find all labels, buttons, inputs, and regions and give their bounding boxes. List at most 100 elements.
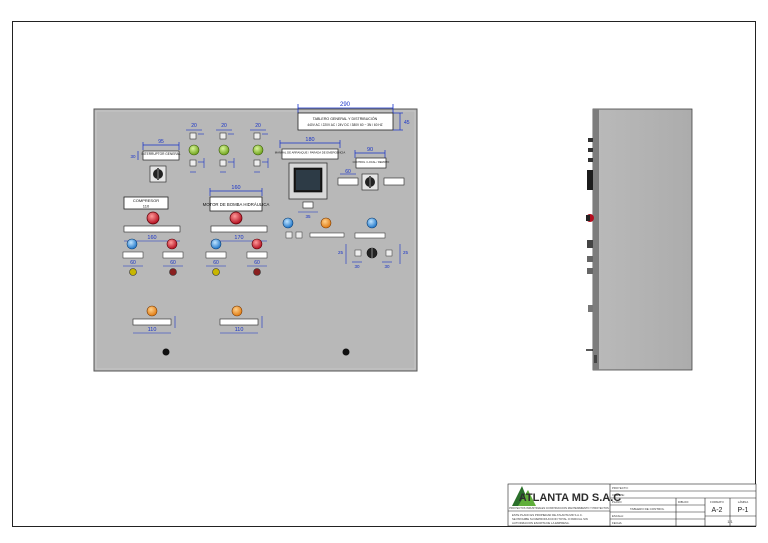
left-arranque-plate	[123, 225, 181, 233]
bottom-tag-1	[132, 318, 172, 326]
dim-180-lines	[279, 140, 341, 148]
formato-value: A-2	[712, 507, 723, 514]
control-plate	[355, 157, 387, 169]
indicator-lamp-3	[212, 268, 220, 276]
pilot-dim-2: 20	[221, 123, 227, 129]
interruptor-dim-w: 95	[158, 139, 164, 145]
pilot-dim-3: 20	[255, 123, 261, 129]
dim-160-label: 160	[231, 185, 240, 191]
motor-label: MOTOR DE BOMBA HIDRÁULICA	[203, 202, 270, 207]
dim-90-lines	[354, 150, 386, 158]
dim-top-width-label: 290	[340, 102, 351, 108]
right-blue-lamp-1	[282, 217, 294, 229]
row-proyecto: PROYECTO:	[612, 486, 629, 490]
bottom-tag-2	[219, 318, 259, 326]
dim-35-label: 35	[305, 214, 311, 219]
annot-dim-3: 25	[403, 250, 409, 255]
lamina-label: LÁMINA	[738, 500, 749, 504]
bottom-dim-1: 110	[148, 327, 157, 333]
row-escala: ESCALA:	[612, 514, 624, 518]
lock-right-icon	[342, 348, 350, 356]
dim-160-lines	[209, 188, 263, 196]
right-strip-tag-2	[354, 232, 386, 239]
pilot-light-3	[252, 132, 264, 167]
dim-left-160-label: 160	[147, 235, 156, 241]
small-dim-2: 60	[170, 260, 176, 266]
bottom-orange-lamp-2	[231, 305, 243, 317]
tag-a	[122, 251, 144, 259]
main-rotary-switch	[149, 165, 167, 183]
small-dim-1: 60	[130, 260, 136, 266]
company-logo	[512, 486, 536, 506]
left-red-lamp	[166, 238, 178, 250]
indicator-lamp-2	[169, 268, 177, 276]
left-blue-lamp	[126, 238, 138, 250]
compresor-value: 110	[143, 204, 150, 209]
drawing-sheet-border	[12, 21, 756, 527]
dim-60-label: 60	[345, 169, 351, 175]
selector-tag-left	[337, 177, 359, 186]
tablero-sub: 440V AC / 220V AC / 24V DC / 380V 60 ~ 3…	[307, 123, 382, 127]
mid-red-lamp	[251, 238, 263, 250]
dim-top-height-label: 45	[404, 120, 410, 126]
compresor-plate	[123, 196, 169, 210]
row-plano: PLANO:	[612, 500, 622, 504]
mid-blue-lamp	[210, 238, 222, 250]
compresor-red-button	[146, 211, 160, 225]
compresor-label: COMPRESOR	[133, 198, 159, 203]
bottom-orange-lamp-1	[146, 305, 158, 317]
right-rotary	[366, 247, 378, 259]
right-box-2	[295, 231, 303, 239]
pilot-light-1	[188, 132, 200, 167]
side-hmi-icon	[587, 170, 593, 190]
note-line-3: AUTORIZACION ESCRITA DE LA EMPRESA.	[512, 521, 570, 525]
tag-d	[246, 251, 268, 259]
revision-value: 1/1	[727, 519, 733, 524]
selector-tag-right	[383, 177, 405, 186]
row-fecha: FECHA:	[612, 521, 622, 525]
manual-label: MANUAL DE ARRANQUE / PARADA DE EMERGENCI…	[275, 151, 346, 155]
title-block	[507, 483, 757, 527]
interruptor-label: INTERRUPTOR GENERAL	[141, 152, 180, 156]
motor-red-button	[229, 211, 243, 225]
note-line-2: SE PROHIBE SU REPRODUCCION TOTAL O PARCI…	[512, 517, 588, 521]
interruptor-plate	[137, 142, 180, 161]
selector-switch	[361, 173, 379, 191]
row-cliente: CLIENTE:	[612, 493, 625, 497]
right-orange-lamp	[320, 217, 332, 229]
lock-left-icon	[162, 348, 170, 356]
tag-b	[162, 251, 184, 259]
right-blue-lamp-2	[366, 217, 378, 229]
pilot-light-2	[218, 132, 230, 167]
small-dim-4: 60	[254, 260, 260, 266]
hmi-screen	[288, 162, 328, 200]
plano-value: TABLERO DE CONTROL	[630, 507, 665, 511]
company-name: ATLANTA MD S.A.C	[519, 492, 622, 504]
side-panel	[586, 108, 693, 371]
motor-plate	[209, 196, 263, 212]
bottom-dim-2: 110	[235, 327, 244, 333]
hmi-tag	[302, 201, 314, 209]
right-box-4	[385, 249, 393, 257]
control-label: CONTROL / LOCAL / REMOTO	[353, 160, 390, 164]
tablero-plate	[297, 112, 403, 131]
formato-label: FORMATO	[710, 500, 725, 504]
right-box-3	[354, 249, 362, 257]
tablero-label: TABLERO GENERAL Y DISTRIBUCIÓN	[313, 116, 378, 121]
interruptor-dim-h: 30	[130, 154, 136, 159]
right-arranque-plate	[210, 225, 268, 233]
tag-c	[205, 251, 227, 259]
annot-dim-1: 25	[338, 250, 344, 255]
pilot-light-group	[188, 132, 264, 167]
dim-top-width	[297, 104, 394, 113]
dim-90-label: 90	[367, 147, 373, 153]
annot-dim-4: 30	[384, 264, 390, 269]
right-box-1	[285, 231, 293, 239]
right-strip-tag	[309, 232, 345, 238]
dim-170-label: 170	[234, 235, 243, 241]
small-dim-3: 60	[213, 260, 219, 266]
dim-180-label: 180	[305, 137, 314, 143]
pilot-dim-1: 20	[191, 123, 197, 129]
note-line-1: ESTE PLANO ES PROPIEDAD DE ATLANTA MD S.…	[512, 513, 583, 517]
